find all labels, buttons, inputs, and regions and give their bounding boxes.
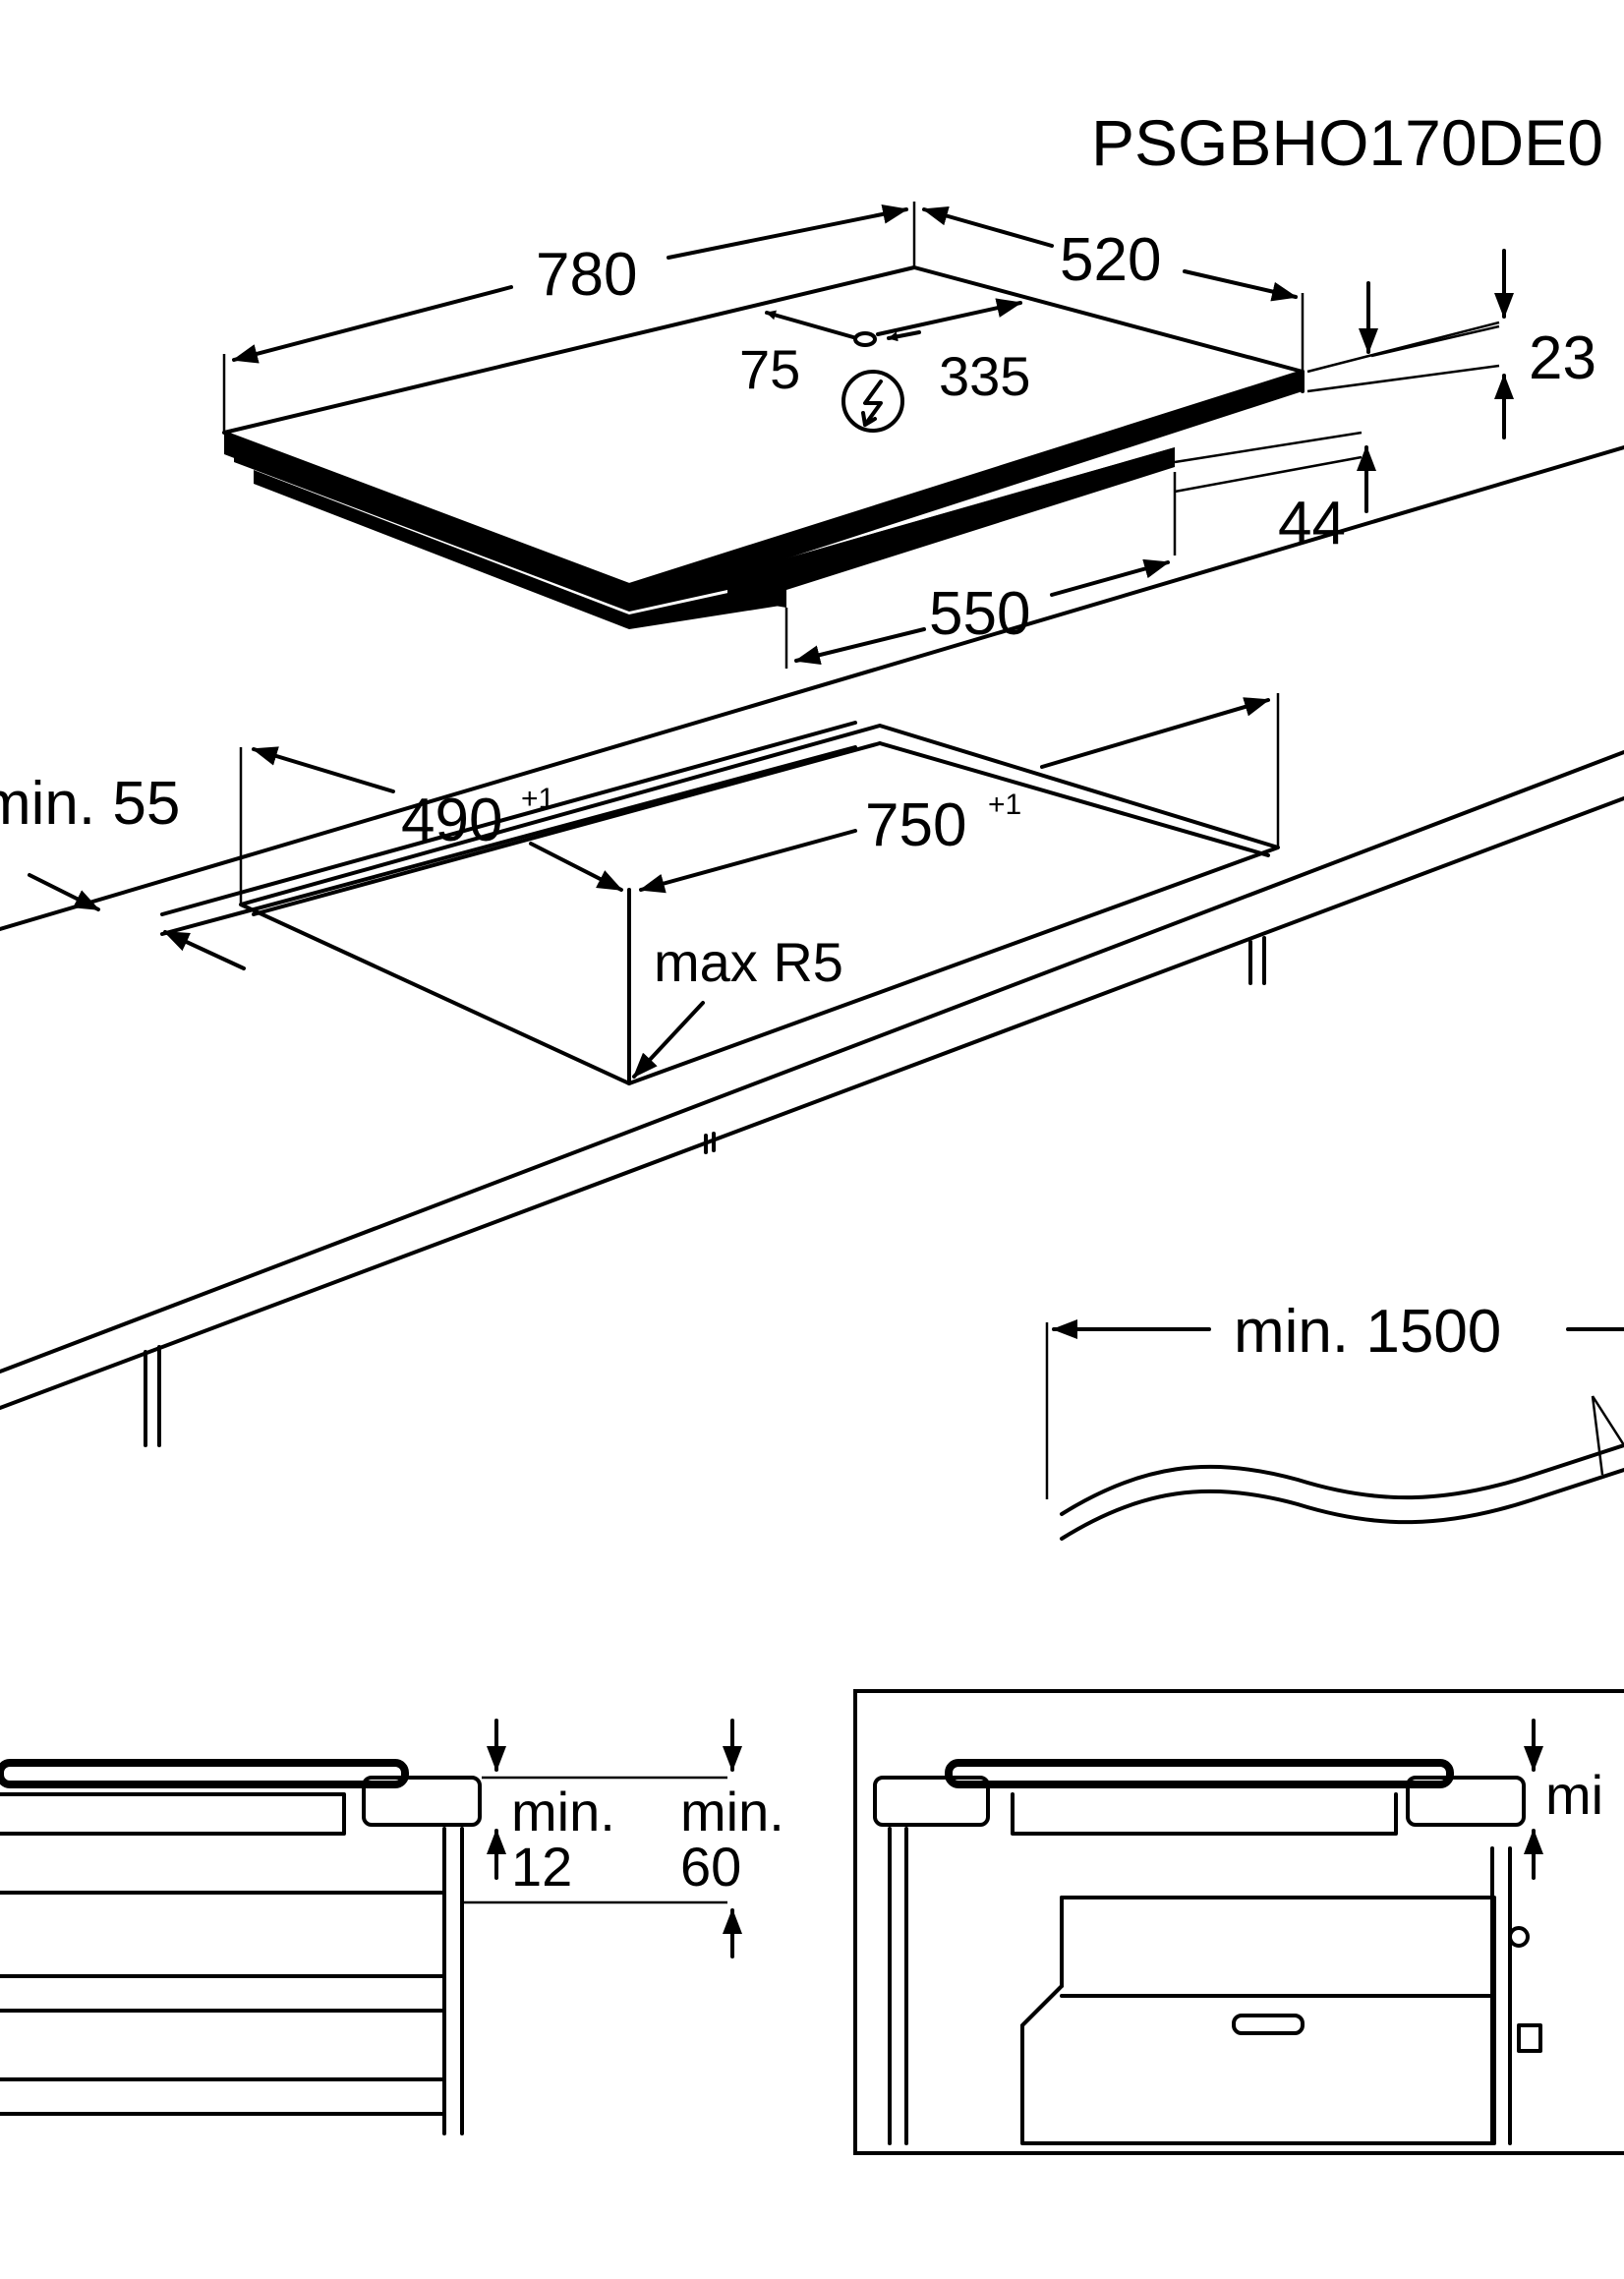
electrical-connection-icon [841,370,904,433]
oven-handle [1232,2014,1305,2035]
min-value-a: 12 [511,1836,572,1898]
cutout-depth-tolerance: +1 [521,783,554,815]
cutout-width-label: 750 [865,791,966,859]
power-cable: min. 1500 [1045,1298,1624,1541]
worktop-cutout [239,693,1280,1085]
depth-label: 520 [1060,226,1161,294]
dim-cable-position: 75 335 [739,298,1030,407]
oven-knob [1508,1926,1530,1948]
corner-radius-label: max R5 [654,931,843,993]
section-view-left: min. 12 min. 60 [0,1719,784,2135]
dim-corner-radius: max R5 [632,931,843,1079]
right-min-label: mi [1545,1764,1603,1826]
dim-front-distance: min. 55 [0,770,246,970]
hob-body-shadow [234,447,1175,612]
cable-entry-point [853,331,877,347]
cutout-depth-label: 490 [401,787,502,854]
cable-length-label: min. 1500 [1234,1298,1501,1366]
min-value-b: 60 [680,1836,741,1898]
cable-offset-left-label: 75 [739,338,800,400]
oven-knob [1517,2023,1542,2053]
cable-offset-right-label: 335 [939,345,1030,407]
dim-width: 780 [222,202,916,433]
worktop [0,445,1624,1447]
dim-glass-height: 23 [1306,249,1596,439]
width-label: 780 [536,241,637,309]
front-distance-label: min. 55 [0,770,180,838]
min-label-b: min. [680,1781,784,1842]
min-label-a: min. [511,1781,615,1842]
model-code: PSGBHO170DE0 [1091,106,1603,179]
dim-cutout-width: 750 +1 [639,697,1270,894]
dim-depth: 520 [922,205,1305,372]
glass-height-label: 23 [1529,324,1596,392]
section-view-right: mi [853,1689,1624,2155]
dim-box-height: 44 [1174,431,1376,557]
dim-cutout-depth: 490 +1 [252,746,623,892]
cutout-width-tolerance: +1 [988,789,1021,821]
